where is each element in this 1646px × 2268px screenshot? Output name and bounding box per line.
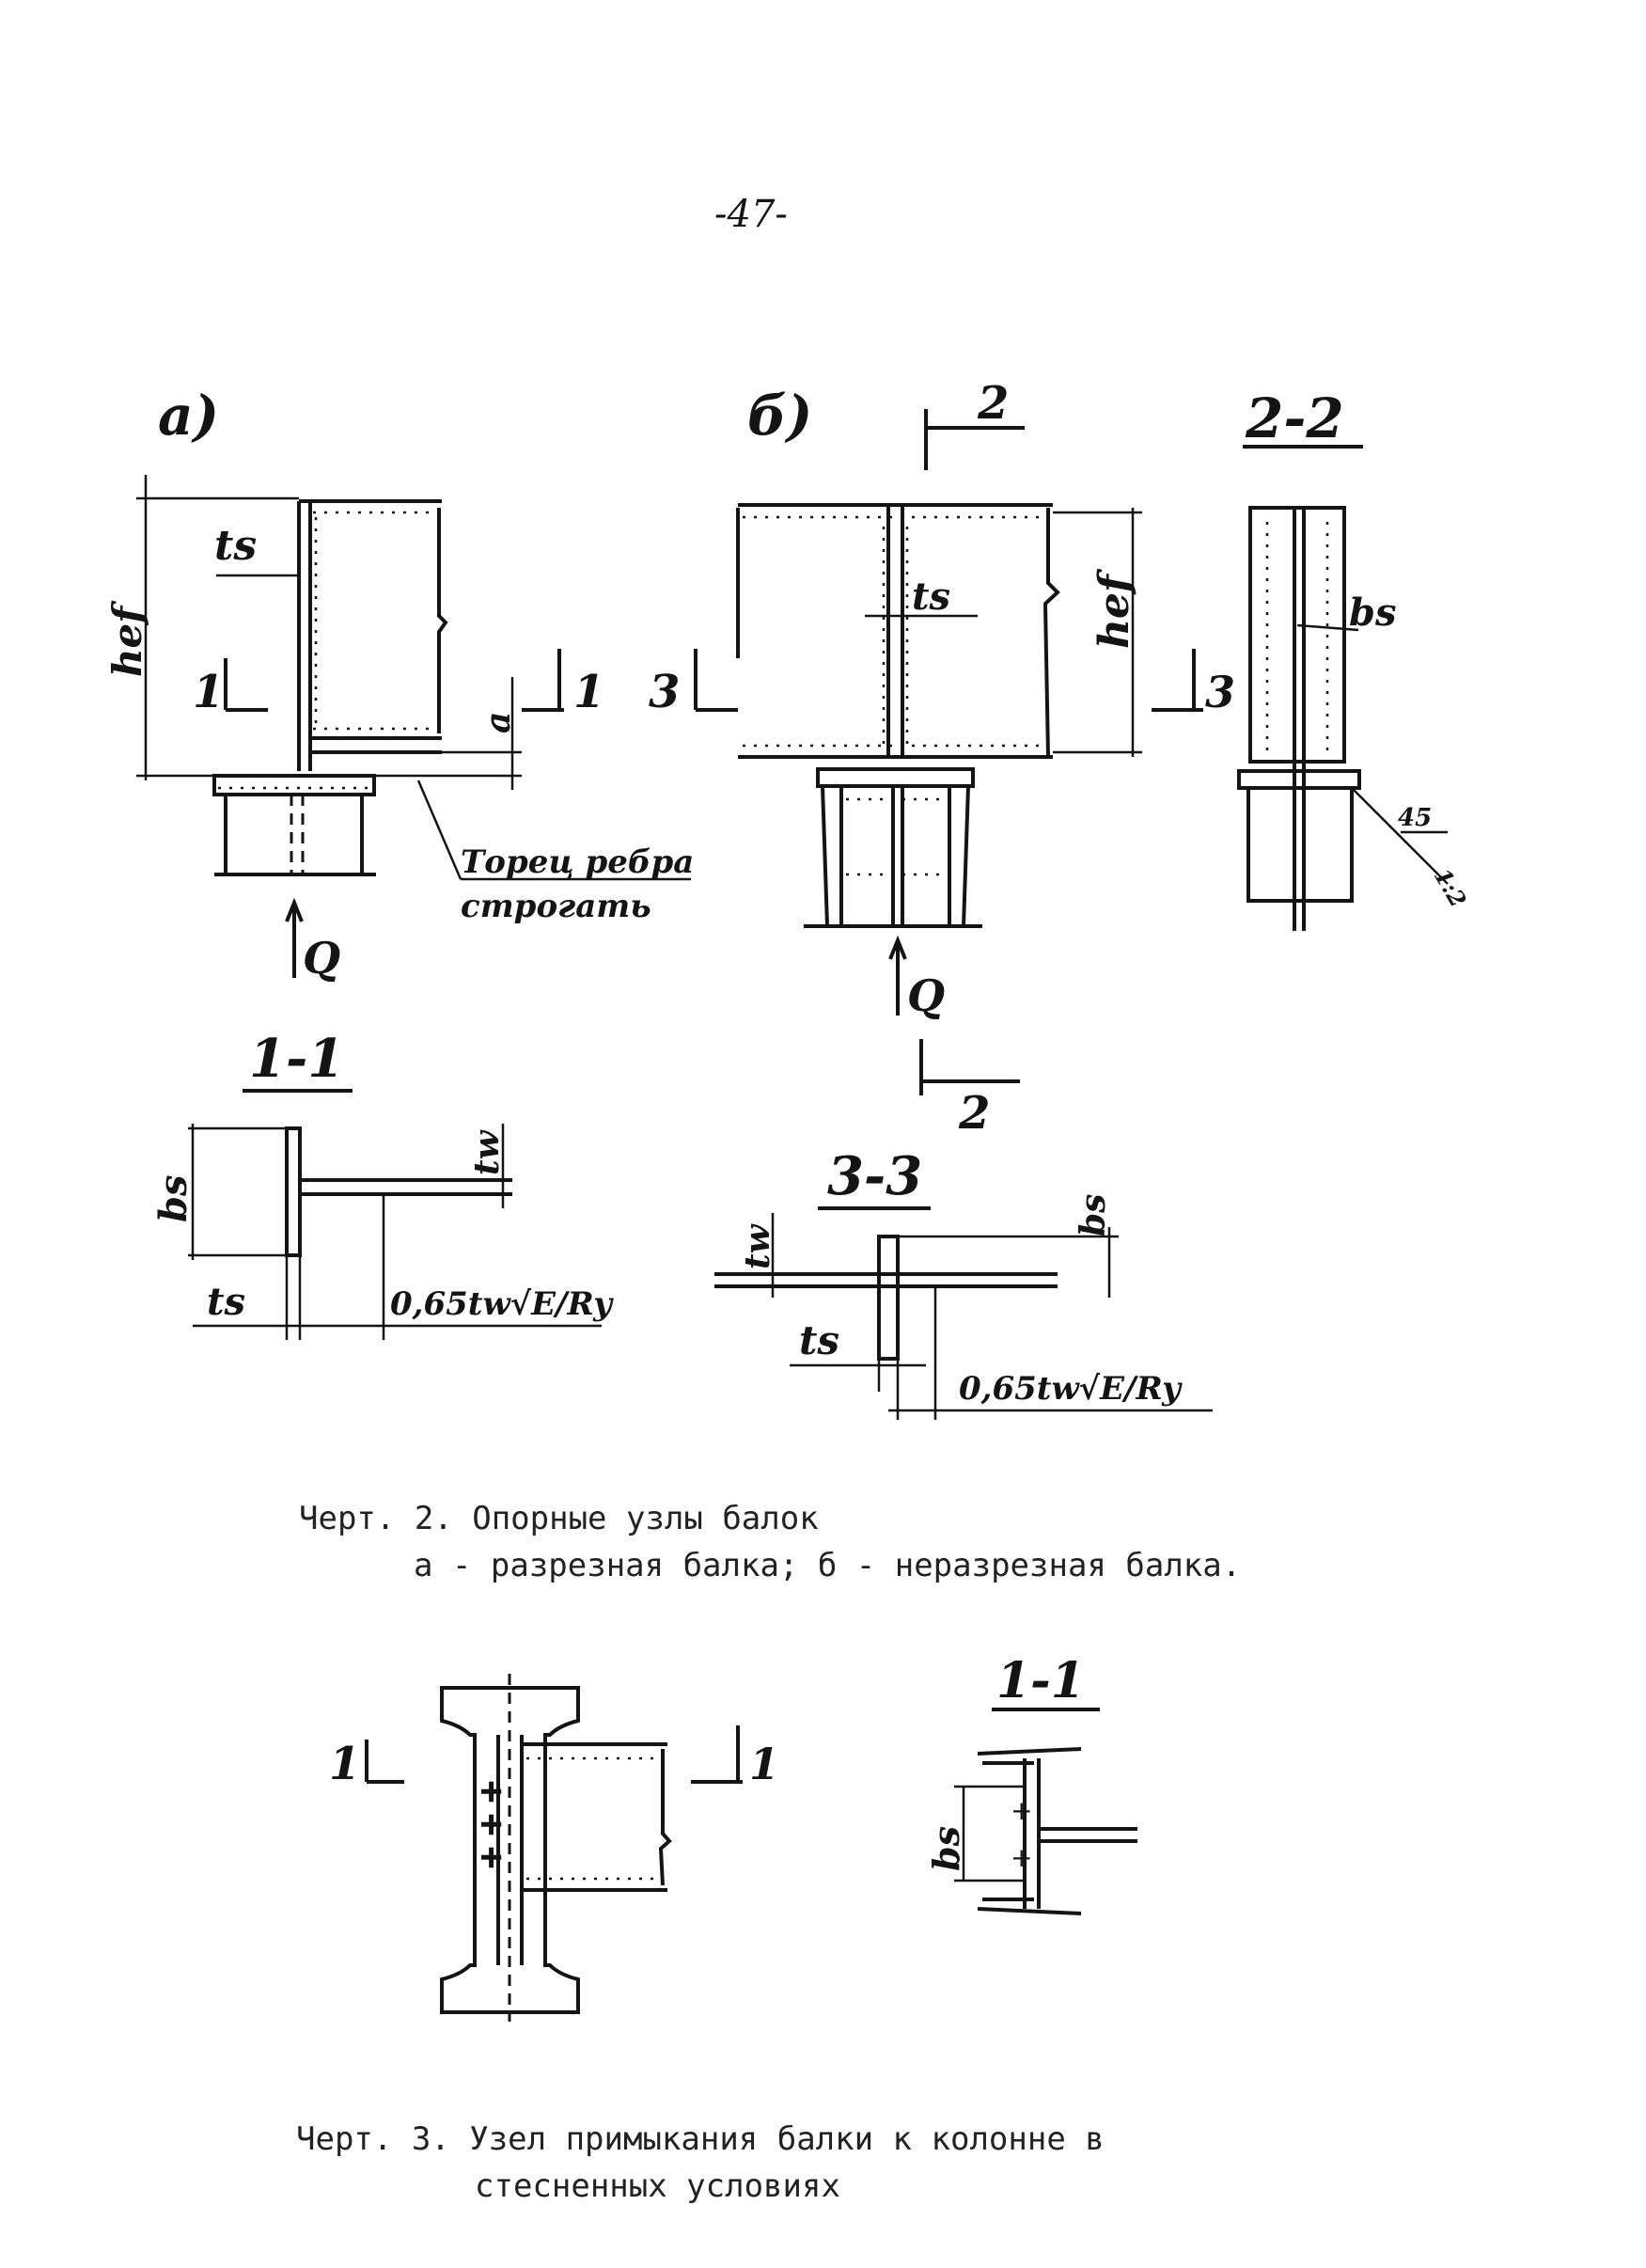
view-b-section3-left: 3 xyxy=(649,666,680,718)
section-2-2-bs-label: bs xyxy=(1349,591,1397,635)
fig3-section-bs-label: bs xyxy=(925,1826,967,1871)
section-2-2: 2-2 bs 45 1:2 xyxy=(1237,386,1472,931)
fig2-caption-line2: а - разрезная балка; б - неразрезная бал… xyxy=(414,1547,1242,1584)
view-b-section2-bottom: 2 xyxy=(958,1087,990,1140)
view-b-ts-label: ts xyxy=(912,575,950,619)
view-a-label: а) xyxy=(158,384,219,448)
fig3-column-node: + + + 1 1 xyxy=(329,1674,779,2022)
section-1-1: 1-1 bs tw ts 0,65tw√E/Ry xyxy=(151,1028,614,1340)
fig3-caption-line2: стесненных условиях xyxy=(475,2167,840,2205)
view-a: а) hef ts 1 1 a xyxy=(104,384,694,984)
fig3-section-1-1-title: 1-1 xyxy=(996,1652,1085,1709)
view-b-section3-right: 3 xyxy=(1205,667,1235,717)
section-3-3-bs-label: bs xyxy=(1074,1194,1113,1236)
svg-text:+: + xyxy=(479,1841,503,1874)
section-1-1-title: 1-1 xyxy=(249,1028,344,1090)
section-1-1-ts-label: ts xyxy=(207,1280,245,1324)
view-a-a-label: a xyxy=(478,712,518,733)
view-a-hef-label: hef xyxy=(104,600,150,677)
section-1-1-bs-label: bs xyxy=(151,1175,196,1223)
section-3-3: 3-3 bs tw ts 0,65tw√E/Ry xyxy=(714,1145,1213,1420)
view-a-load-label: Q xyxy=(303,933,340,984)
view-a-section-mark-right: 1 xyxy=(573,666,604,718)
view-a-section-mark-left: 1 xyxy=(193,666,224,718)
page-number: -47- xyxy=(714,193,788,236)
section-3-3-formula: 0,65tw√E/Ry xyxy=(959,1370,1183,1408)
svg-text:+: + xyxy=(1011,1842,1032,1873)
fig2-caption-line1: Черт. 2. Опорные узлы балок xyxy=(299,1500,819,1537)
section-3-3-ts-label: ts xyxy=(799,1317,839,1363)
view-a-note-line2: строгать xyxy=(461,888,651,925)
fig3-caption-line1: Черт. 3. Узел примыкания балки к колонне… xyxy=(296,2120,1105,2158)
fig3-section-1-1: 1-1 + + bs xyxy=(925,1652,1137,1915)
view-b-hef-label: hef xyxy=(1090,568,1138,649)
fig3-section-mark-left: 1 xyxy=(329,1738,360,1790)
section-3-3-title: 3-3 xyxy=(827,1145,922,1207)
view-a-ts-label: ts xyxy=(214,522,257,570)
section-2-2-angle: 45 xyxy=(1398,804,1432,832)
svg-text:+: + xyxy=(479,1775,503,1808)
view-b-load-label: Q xyxy=(907,970,945,1021)
section-2-2-title: 2-2 xyxy=(1245,386,1344,450)
fig3-section-mark-right: 1 xyxy=(749,1739,779,1789)
view-a-note-line1: Торец ребра xyxy=(461,843,694,881)
section-3-3-tw-label: tw xyxy=(738,1222,777,1269)
view-b-label: б) xyxy=(747,384,812,448)
section-1-1-formula: 0,65tw√E/Ry xyxy=(390,1285,614,1323)
svg-text:+: + xyxy=(479,1808,503,1841)
view-b: б) 2 hef ts 3 xyxy=(649,377,1235,1140)
view-b-section2-top: 2 xyxy=(977,377,1009,430)
svg-text:+: + xyxy=(1011,1795,1032,1826)
section-1-1-tw-label: tw xyxy=(467,1128,507,1175)
